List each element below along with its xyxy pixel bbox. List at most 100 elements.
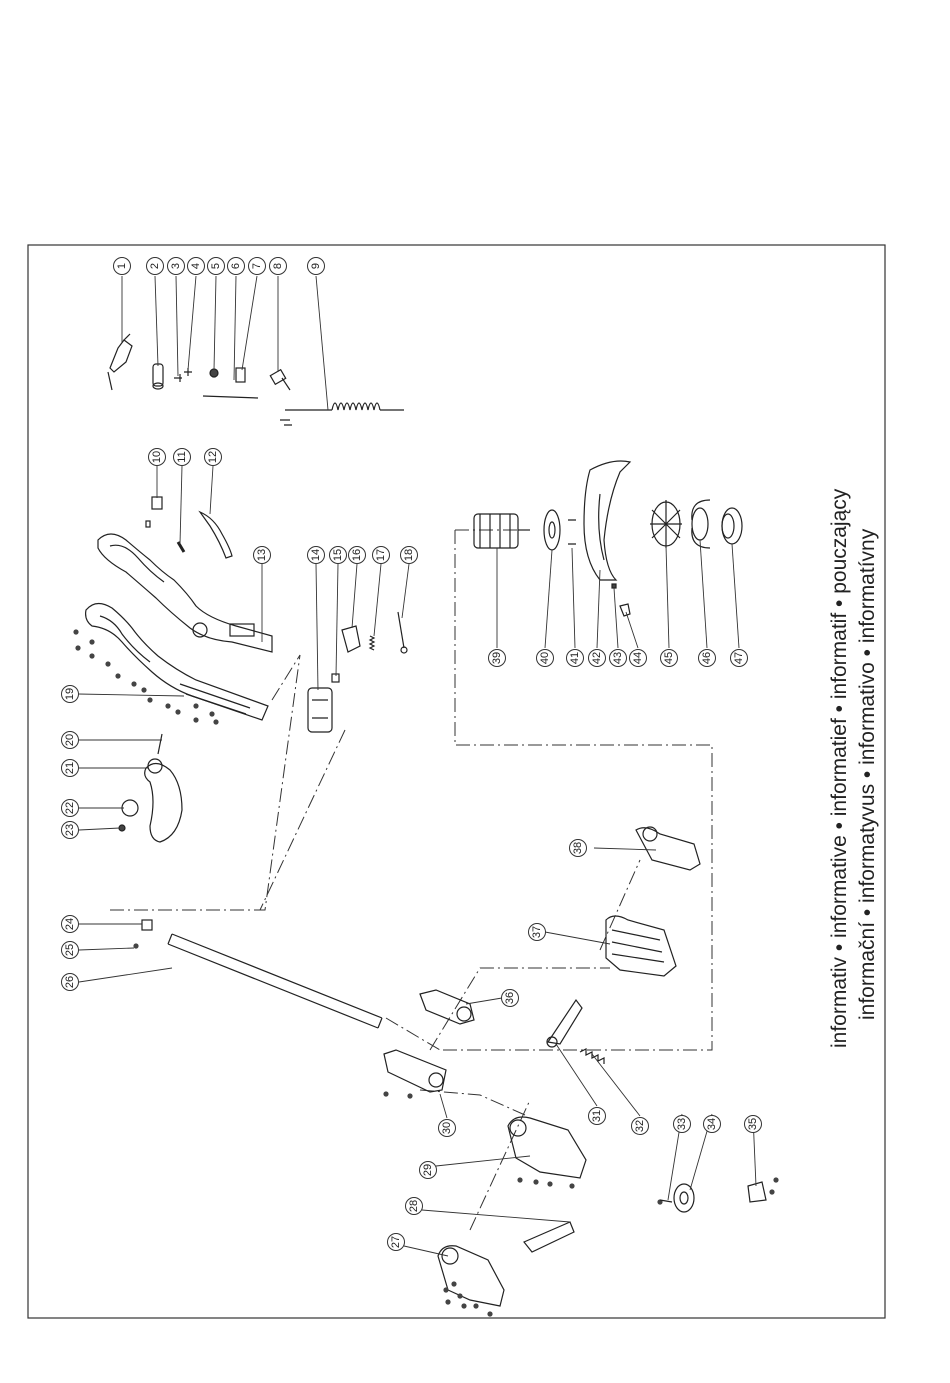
callout-23: 23 (62, 822, 79, 839)
part-40-bearing (544, 510, 560, 550)
svg-text:47: 47 (733, 652, 745, 664)
svg-text:11: 11 (176, 451, 188, 462)
svg-text:22: 22 (64, 802, 76, 814)
svg-text:26: 26 (64, 976, 76, 988)
svg-text:2: 2 (149, 263, 161, 269)
svg-text:35: 35 (747, 1118, 759, 1130)
part-41-screws (568, 520, 576, 544)
svg-text:34: 34 (706, 1118, 718, 1130)
callout-15: 15 (330, 547, 347, 564)
part-36-bracket (420, 990, 474, 1024)
svg-text:31: 31 (591, 1110, 603, 1122)
callout-46: 46 (699, 650, 716, 667)
svg-text:30: 30 (441, 1122, 453, 1134)
svg-text:6: 6 (230, 263, 242, 269)
handle-screws (73, 629, 218, 724)
callout-14: 14 (308, 547, 325, 564)
svg-text:16: 16 (351, 549, 363, 561)
callout-7: 7 (249, 258, 266, 275)
part-12-trigger (200, 512, 232, 558)
part-9-cable-spring (280, 403, 404, 425)
svg-text:23: 23 (64, 824, 76, 836)
callout-24: 24 (62, 916, 79, 933)
part-43-pin (612, 584, 616, 588)
callout-40: 40 (537, 650, 554, 667)
callout-26: 26 (62, 974, 79, 991)
callout-47: 47 (731, 650, 748, 667)
part-1-plug (108, 334, 132, 390)
svg-text:46: 46 (701, 652, 713, 664)
svg-text:14: 14 (310, 549, 322, 561)
callout-32: 32 (632, 1118, 649, 1135)
part-8-clip (270, 370, 290, 390)
callout-33: 33 (674, 1116, 691, 1133)
part-18-screw (398, 612, 407, 653)
part-17-spring (370, 636, 374, 650)
callout-1: 1 (114, 258, 131, 275)
svg-text:42: 42 (591, 652, 603, 664)
svg-text:32: 32 (634, 1120, 646, 1132)
part-24-end-cap (142, 920, 152, 930)
callout-34: 34 (704, 1116, 721, 1133)
callout-8: 8 (270, 258, 287, 275)
part-44-bracket (620, 604, 630, 616)
svg-text:18: 18 (403, 549, 415, 561)
callout-31: 31 (589, 1108, 606, 1125)
callout-5: 5 (208, 258, 225, 275)
svg-text:41: 41 (569, 652, 581, 664)
part-25-screw (133, 943, 138, 948)
part-46-spool (692, 500, 710, 548)
part-13-handle-half (98, 534, 272, 652)
callout-44: 44 (630, 650, 647, 667)
svg-text:12: 12 (207, 451, 219, 463)
part-39-motor (474, 514, 530, 548)
callout-12: 12 (205, 449, 222, 466)
part-callouts: 1 2 3 4 5 6 7 8 9 10 11 12 13 14 15 16 1… (62, 258, 762, 1251)
svg-text:8: 8 (272, 263, 284, 269)
part-20-screw (158, 734, 162, 754)
callout-11: 11 (174, 449, 191, 466)
svg-text:1: 1 (116, 263, 128, 269)
callout-36: 36 (502, 990, 519, 1007)
part-37-motor-housing (606, 916, 676, 976)
svg-text:10: 10 (151, 451, 163, 463)
part-6-rod (203, 396, 258, 398)
callout-2: 2 (147, 258, 164, 275)
svg-text:40: 40 (539, 652, 551, 664)
part-2-sleeve (153, 364, 163, 389)
callout-10: 10 (149, 449, 166, 466)
part-42-guard (584, 461, 630, 580)
part-45-fan (650, 500, 682, 548)
svg-text:24: 24 (64, 918, 76, 930)
svg-text:38: 38 (572, 842, 584, 854)
svg-text:21: 21 (64, 762, 76, 774)
diagram-frame (28, 245, 885, 1318)
part-10-switch (146, 497, 162, 527)
legend-line-2: informační • informatyvus • informativo … (856, 528, 879, 1020)
callout-9: 9 (308, 258, 325, 275)
callout-3: 3 (168, 258, 185, 275)
svg-text:17: 17 (375, 549, 387, 561)
svg-text:25: 25 (64, 944, 76, 956)
callout-17: 17 (373, 547, 390, 564)
svg-text:9: 9 (310, 263, 322, 269)
callout-19: 19 (62, 686, 79, 703)
callout-43: 43 (610, 650, 627, 667)
svg-text:20: 20 (64, 734, 76, 746)
svg-text:15: 15 (332, 549, 344, 561)
part-47-spool-cap (722, 508, 742, 544)
part-31-lever (547, 1000, 582, 1047)
part-5-nut (210, 369, 218, 377)
callout-6: 6 (228, 258, 245, 275)
svg-text:29: 29 (422, 1164, 434, 1176)
part-38-cover (636, 827, 700, 870)
part-34-wheel (674, 1184, 694, 1212)
svg-text:3: 3 (170, 263, 182, 269)
callout-25: 25 (62, 942, 79, 959)
callout-21: 21 (62, 760, 79, 777)
svg-text:19: 19 (64, 688, 76, 700)
assembly-guide-lines (110, 530, 712, 1230)
part-21-front-handle (145, 759, 182, 842)
part-29-housing (508, 1117, 586, 1178)
